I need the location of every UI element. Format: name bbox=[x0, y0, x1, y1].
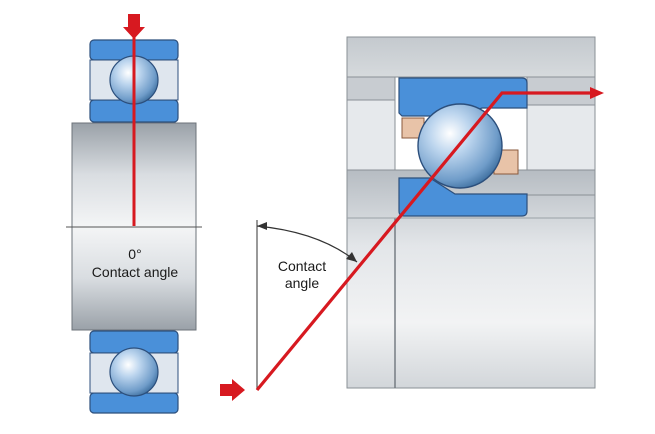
right-bearing bbox=[220, 36, 604, 401]
right-caption-line2: angle bbox=[284, 275, 320, 291]
housing bbox=[346, 36, 596, 78]
arc-arrowhead-left bbox=[257, 222, 267, 230]
inner-ring bbox=[398, 177, 528, 217]
left-lower-bearing bbox=[89, 330, 179, 414]
arc-arrowhead-right bbox=[346, 252, 357, 262]
housing-wall-right bbox=[526, 76, 596, 106]
right-input-arrow bbox=[220, 379, 245, 401]
left-load-arrow bbox=[123, 14, 145, 39]
housing-gap-upper bbox=[346, 99, 396, 171]
contact-angle-arc bbox=[256, 225, 358, 263]
ball bbox=[109, 347, 159, 397]
right-caption: Contact angle bbox=[262, 258, 342, 292]
left-caption: Contact angle bbox=[91, 264, 179, 280]
left-angle-value: 0° bbox=[128, 246, 142, 262]
right-load-line bbox=[255, 91, 595, 392]
left-bearing bbox=[66, 14, 202, 414]
right-caption-line1: Contact bbox=[277, 258, 327, 274]
right-output-arrow bbox=[590, 87, 604, 99]
